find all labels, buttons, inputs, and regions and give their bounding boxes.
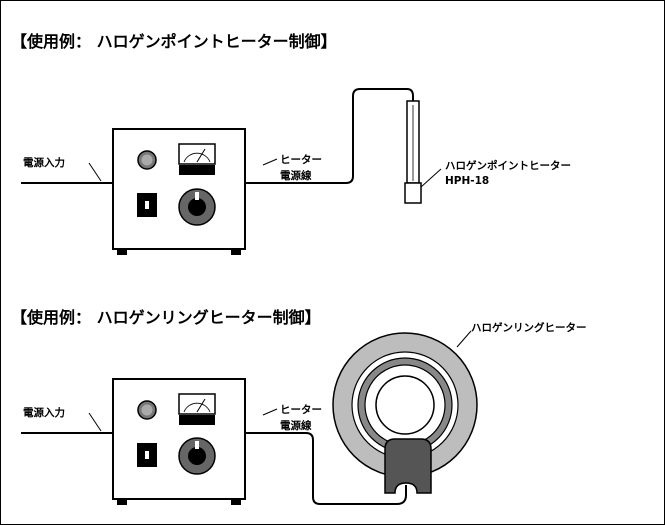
controller-foot-right-1 bbox=[231, 249, 241, 255]
point-heater-label-line2: HPH-18 bbox=[445, 175, 489, 187]
section-1-title: 【使用例： ハロゲンポイントヒーター制御】 bbox=[11, 32, 337, 51]
power-switch-icon bbox=[137, 193, 157, 217]
controller-foot-left-1 bbox=[117, 249, 127, 255]
power-switch-icon bbox=[137, 443, 157, 467]
ring-heater-connector bbox=[384, 438, 432, 494]
controller-unit-2 bbox=[112, 378, 246, 505]
halogen-ring-heater bbox=[332, 332, 478, 494]
controller-unit-1 bbox=[112, 128, 246, 255]
heater-cable-1 bbox=[245, 88, 414, 184]
heater-cable-label-1a: ヒーター bbox=[280, 154, 322, 166]
ring-heater-label: ハロゲンリングヒーター bbox=[471, 321, 587, 334]
heater-cable-leader-2 bbox=[262, 408, 278, 416]
power-input-label-1: 電源入力 bbox=[23, 156, 65, 169]
point-heater-leader bbox=[420, 168, 442, 188]
ring-heater-leader bbox=[456, 330, 472, 348]
control-knob-icon bbox=[178, 437, 216, 475]
power-input-leader-2 bbox=[88, 412, 102, 432]
heater-cable-label-1b: 電源線 bbox=[280, 169, 312, 182]
heater-cable-2 bbox=[245, 432, 407, 505]
point-heater-label-line1: ハロゲンポイントヒーター bbox=[445, 159, 571, 172]
controller-foot-right-2 bbox=[231, 499, 241, 505]
power-input-label-2: 電源入力 bbox=[23, 406, 65, 419]
power-input-leader-1 bbox=[88, 162, 102, 182]
heater-cable-label-2b: 電源線 bbox=[280, 419, 312, 432]
meter-icon bbox=[178, 393, 216, 425]
halogen-point-heater bbox=[404, 100, 422, 204]
heater-cable-label-2a: ヒーター bbox=[280, 404, 322, 416]
pilot-lamp-icon bbox=[137, 150, 157, 170]
heater-cable-leader-1 bbox=[262, 158, 278, 166]
controller-foot-left-2 bbox=[117, 499, 127, 505]
meter-icon bbox=[178, 143, 216, 175]
control-knob-icon bbox=[178, 188, 216, 226]
pilot-lamp-icon bbox=[137, 400, 157, 420]
section-2-title: 【使用例： ハロゲンリングヒーター制御】 bbox=[11, 308, 321, 327]
